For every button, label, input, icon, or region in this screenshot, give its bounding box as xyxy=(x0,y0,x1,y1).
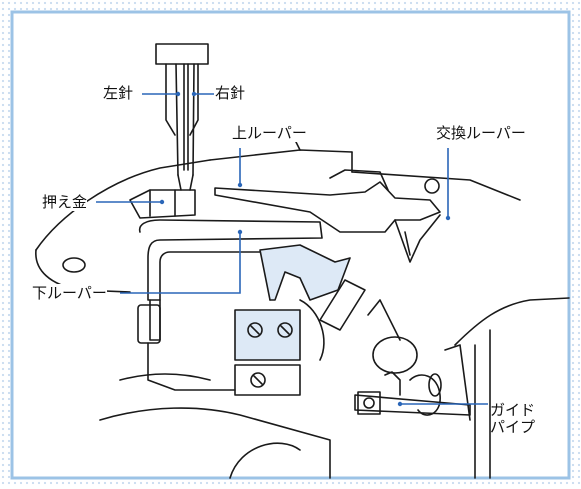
label-guide-pipe: ガイド パイプ xyxy=(490,402,535,436)
guide-pipe-screw xyxy=(363,397,375,409)
needle-clamp-body xyxy=(165,63,199,136)
lower-looper-arm xyxy=(259,244,351,301)
lower-looper-cylinder xyxy=(137,304,161,344)
lower-looper-rod xyxy=(147,342,236,391)
dot-lower-looper xyxy=(237,229,243,235)
lower-looper-frame xyxy=(138,219,323,301)
presser-foot-detail xyxy=(149,189,176,217)
body-hole xyxy=(62,257,86,273)
guide-pipe-loops xyxy=(384,371,441,416)
upper-looper-hook-inner xyxy=(404,231,411,256)
machine-right-panel xyxy=(474,329,491,479)
machine-right-top xyxy=(454,297,570,346)
crank-arm xyxy=(367,299,401,341)
label-right-needle: 右針 xyxy=(215,84,246,102)
needle-tips xyxy=(177,174,194,191)
leader-lower-looper xyxy=(120,232,241,294)
upper-looper-pivot xyxy=(424,178,440,194)
dot-exchange-looper xyxy=(445,215,451,221)
dot-guide-pipe xyxy=(397,401,403,407)
looper-curve xyxy=(299,299,325,361)
needles xyxy=(175,63,195,176)
screw-3 xyxy=(250,372,266,388)
dot-right-needle xyxy=(191,91,197,97)
guide-pipe-block xyxy=(357,391,381,415)
screw-slots xyxy=(250,325,290,335)
presser-foot-shape xyxy=(129,189,196,219)
dot-left-needle xyxy=(175,91,181,97)
label-presser-foot: 押え金 xyxy=(42,193,88,211)
bed-curve xyxy=(119,373,211,381)
dot-presser-foot xyxy=(159,199,165,205)
connecting-rod xyxy=(319,279,366,331)
screw-2 xyxy=(277,322,293,338)
upper-looper-arm xyxy=(214,181,441,233)
label-guide-pipe-line1: ガイド xyxy=(490,401,536,419)
upper-looper-top xyxy=(329,169,389,191)
screw-3-slot xyxy=(253,375,263,385)
drawing-area xyxy=(12,12,569,478)
machine-right-edge xyxy=(351,171,521,201)
label-guide-pipe-line2: パイプ xyxy=(490,418,536,436)
guide-pipe-post xyxy=(444,344,471,421)
label-upper-looper: 上ルーパー xyxy=(232,124,307,142)
label-exchange-looper: 交換ルーパー xyxy=(436,124,526,142)
machine-bed xyxy=(99,407,331,479)
bed-wheel-arc xyxy=(229,442,301,479)
lower-bracket xyxy=(234,364,301,396)
guide-pipe-ring xyxy=(428,373,442,397)
upper-looper-hook xyxy=(394,214,441,263)
needle-clamp-top xyxy=(155,43,209,65)
frame-border xyxy=(10,10,571,480)
label-lower-looper: 下ルーパー xyxy=(32,284,107,302)
label-left-needle: 左針 xyxy=(103,84,134,102)
machine-line-art xyxy=(35,43,570,479)
dot-upper-looper xyxy=(237,182,243,188)
leader-endpoints xyxy=(159,91,451,407)
machine-body-top xyxy=(35,159,211,251)
screw-1 xyxy=(247,322,263,338)
leader-lines xyxy=(96,93,488,405)
crank-wheel xyxy=(372,336,418,374)
